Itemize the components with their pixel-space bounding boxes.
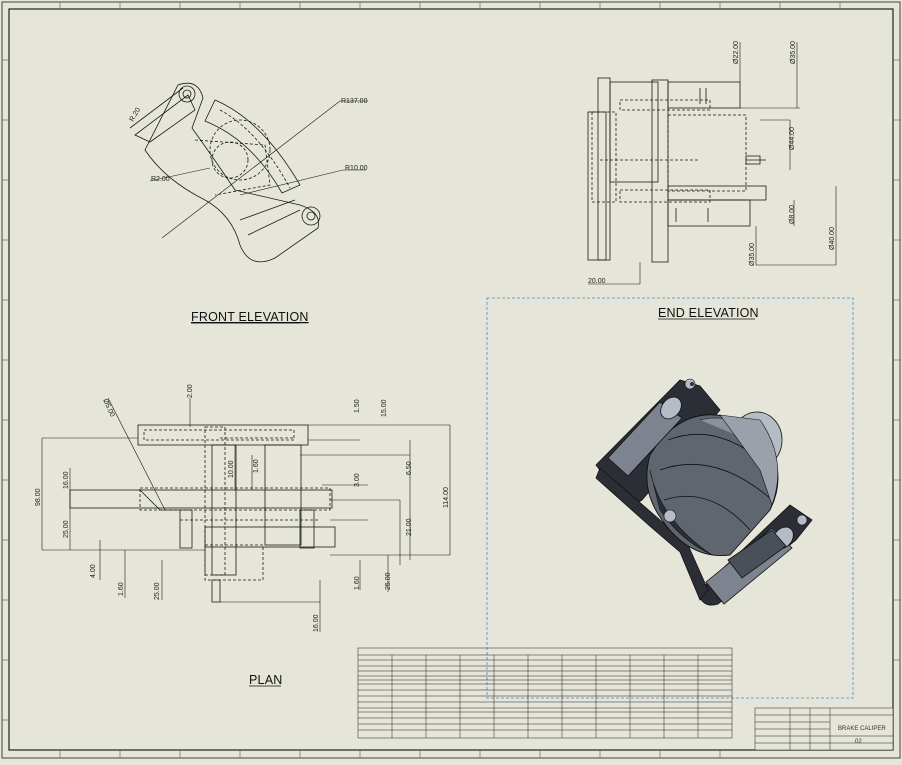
dim-d35-top: Ø35.00 <box>790 41 797 64</box>
dim-r137: R137.00 <box>341 98 368 105</box>
front-elevation-title: FRONT ELEVATION <box>191 310 309 324</box>
brake-caliper-3d-model[interactable] <box>595 378 813 606</box>
dim-plan-10: 10.00 <box>228 460 235 478</box>
dim-d22: Ø22.00 <box>733 41 740 64</box>
plan-view[interactable] <box>41 397 451 632</box>
dim-plan-1-60-low: 1.60 <box>118 582 125 596</box>
plan-title: PLAN <box>249 673 282 687</box>
dim-plan-25-left: 25.00 <box>63 520 70 538</box>
dim-plan-25-low: 25.00 <box>154 582 161 600</box>
end-elevation-title: END ELEVATION <box>658 306 759 320</box>
dim-plan-3: 3.00 <box>354 473 361 487</box>
dim-plan-6-50: 6.50 <box>406 461 413 475</box>
dim-20: 20.00 <box>588 278 606 285</box>
dim-d8: Ø8.00 <box>789 205 796 224</box>
end-elevation-view[interactable] <box>587 42 837 285</box>
part-name: BRAKE CALIPER <box>838 726 886 732</box>
dim-plan-2: 2.00 <box>187 384 194 398</box>
dim-plan-16-low: 16.00 <box>313 614 320 632</box>
dim-d44: Ø44.00 <box>789 127 796 150</box>
dim-plan-16: 16.00 <box>63 471 70 489</box>
dim-d35-bottom: Ø35.00 <box>749 243 756 266</box>
dim-plan-114: 114.00 <box>443 487 450 508</box>
parameters-table <box>357 647 733 739</box>
title-block <box>754 707 894 751</box>
dim-plan-21: 21.00 <box>406 518 413 536</box>
dim-plan-4: 4.00 <box>90 564 97 578</box>
dim-plan-25-right: 25.00 <box>385 572 392 590</box>
model-view-frame <box>486 297 854 699</box>
dim-plan-1-60-right: 1.60 <box>354 576 361 590</box>
sheet-number: 02 <box>855 739 862 745</box>
dim-d40: Ø40.00 <box>829 227 836 250</box>
front-elevation-view[interactable] <box>129 82 368 263</box>
dim-plan-1-50: 1.50 <box>354 399 361 413</box>
dim-plan-15: 15.00 <box>381 399 388 417</box>
dim-r10: R10.00 <box>345 165 368 172</box>
dim-r2: R2.00 <box>151 176 170 183</box>
dim-plan-98: 98.00 <box>35 488 42 506</box>
drawing-frame <box>8 8 894 751</box>
dim-plan-1-60-mid: 1.60 <box>253 459 260 473</box>
